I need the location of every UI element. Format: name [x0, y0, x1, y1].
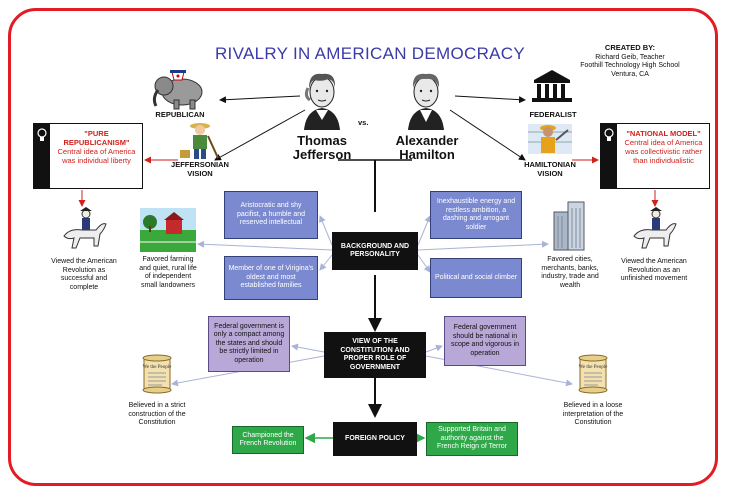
idea-bar	[601, 124, 617, 188]
constitution-center-box: VIEW OF THE CONSTITUTION AND PROPER ROLE…	[324, 332, 426, 378]
foreign-box-jefferson: Championed the French Revolution	[232, 426, 304, 454]
background-box-jefferson-2: Member of one of Virigina's oldest and m…	[224, 256, 318, 300]
vision-label-jeffersonian: JEFFERSONIAN VISION	[171, 160, 229, 178]
portrait-icon	[304, 73, 340, 130]
foreign-center-box: FOREIGN POLICY	[333, 422, 417, 456]
name-hamilton: Alexander Hamilton	[384, 134, 470, 162]
foreign-box-hamilton: Supported Britain and authority against …	[426, 422, 518, 456]
construction-text-left: Believed in a strict construction of the…	[128, 402, 186, 426]
credit-line-3: Ventura, CA	[611, 70, 649, 78]
constitution-box-hamilton: Federal government should be national in…	[444, 316, 526, 366]
skyscraper-icon	[553, 201, 585, 251]
scroll-heading: We the People	[579, 365, 609, 370]
credit-line-1: Richard Geib, Teacher	[595, 53, 665, 61]
name-jefferson-first: Thomas	[297, 133, 347, 148]
worker-icon	[528, 124, 572, 154]
page-frame	[8, 8, 718, 486]
party-label-federalist: FEDERALIST	[529, 110, 577, 119]
idea-title-left: "PURE REPUBLICANISM"	[63, 129, 130, 147]
cities-text: Favored cities, merchants, banks, indust…	[541, 256, 599, 289]
portrait-icon	[408, 73, 444, 130]
credit-heading: CREATED BY:	[604, 43, 656, 52]
name-hamilton-first: Alexander	[395, 133, 459, 148]
farm-icon	[140, 208, 196, 252]
lightbulb-icon	[604, 128, 614, 141]
credit-line-2: Foothill Technology High School	[580, 62, 680, 69]
idea-title-right: "NATIONAL MODEL"	[626, 129, 701, 138]
idea-text-right: "NATIONAL MODEL" Central idea of America…	[621, 129, 706, 165]
page-title: RIVALRY IN AMERICAN DEMOCRACY	[214, 44, 526, 63]
revolution-text-left: Viewed the American Revolution as succes…	[51, 258, 117, 291]
party-label-republican: REPUBLICAN	[155, 110, 205, 119]
horse-rider-icon	[63, 207, 107, 249]
scroll-icon: We the People	[578, 354, 609, 394]
lightbulb-icon	[37, 128, 47, 141]
construction-text-right: Believed in a loose interpretation of th…	[562, 402, 624, 426]
revolution-text-right: Viewed the American Revolution as an unf…	[620, 258, 688, 282]
vs-label: vs.	[358, 118, 369, 127]
name-jefferson-last: Jefferson	[292, 147, 352, 162]
horse-rider-icon	[633, 207, 677, 249]
background-center-box: BACKGROUND AND PERSONALITY	[332, 232, 418, 270]
idea-bar	[34, 124, 50, 188]
scroll-icon: We the People	[142, 354, 173, 394]
credit-block: CREATED BY: Richard Geib, Teacher Foothi…	[570, 43, 690, 79]
idea-box-national-model: "NATIONAL MODEL" Central idea of America…	[600, 123, 710, 189]
background-box-hamilton-2: Political and social climber	[430, 258, 522, 298]
idea-desc-left: Central idea of America was individual l…	[57, 147, 136, 165]
farming-text: Favored farming and quiet, rural life of…	[139, 256, 197, 289]
background-box-jefferson-1: Aristocratic and shy pacifist, a humble …	[224, 191, 318, 239]
name-jefferson: Thomas Jefferson	[282, 134, 362, 162]
idea-desc-right: Central idea of America was collectivist…	[624, 138, 703, 165]
elephant-icon	[152, 70, 203, 110]
farmer-icon	[180, 123, 219, 159]
name-hamilton-last: Hamilton	[399, 147, 455, 162]
idea-text-left: "PURE REPUBLICANISM" Central idea of Ame…	[54, 129, 139, 165]
capitol-icon	[532, 70, 572, 102]
idea-box-pure-republicanism: "PURE REPUBLICANISM" Central idea of Ame…	[33, 123, 143, 189]
background-box-hamilton-1: Inexhaustible energy and restless ambiti…	[430, 191, 522, 239]
vision-label-hamiltonian: HAMILTONIAN VISION	[524, 160, 576, 178]
scroll-heading: We the People	[143, 365, 173, 370]
constitution-box-jefferson: Federal government is only a compact amo…	[208, 316, 290, 372]
